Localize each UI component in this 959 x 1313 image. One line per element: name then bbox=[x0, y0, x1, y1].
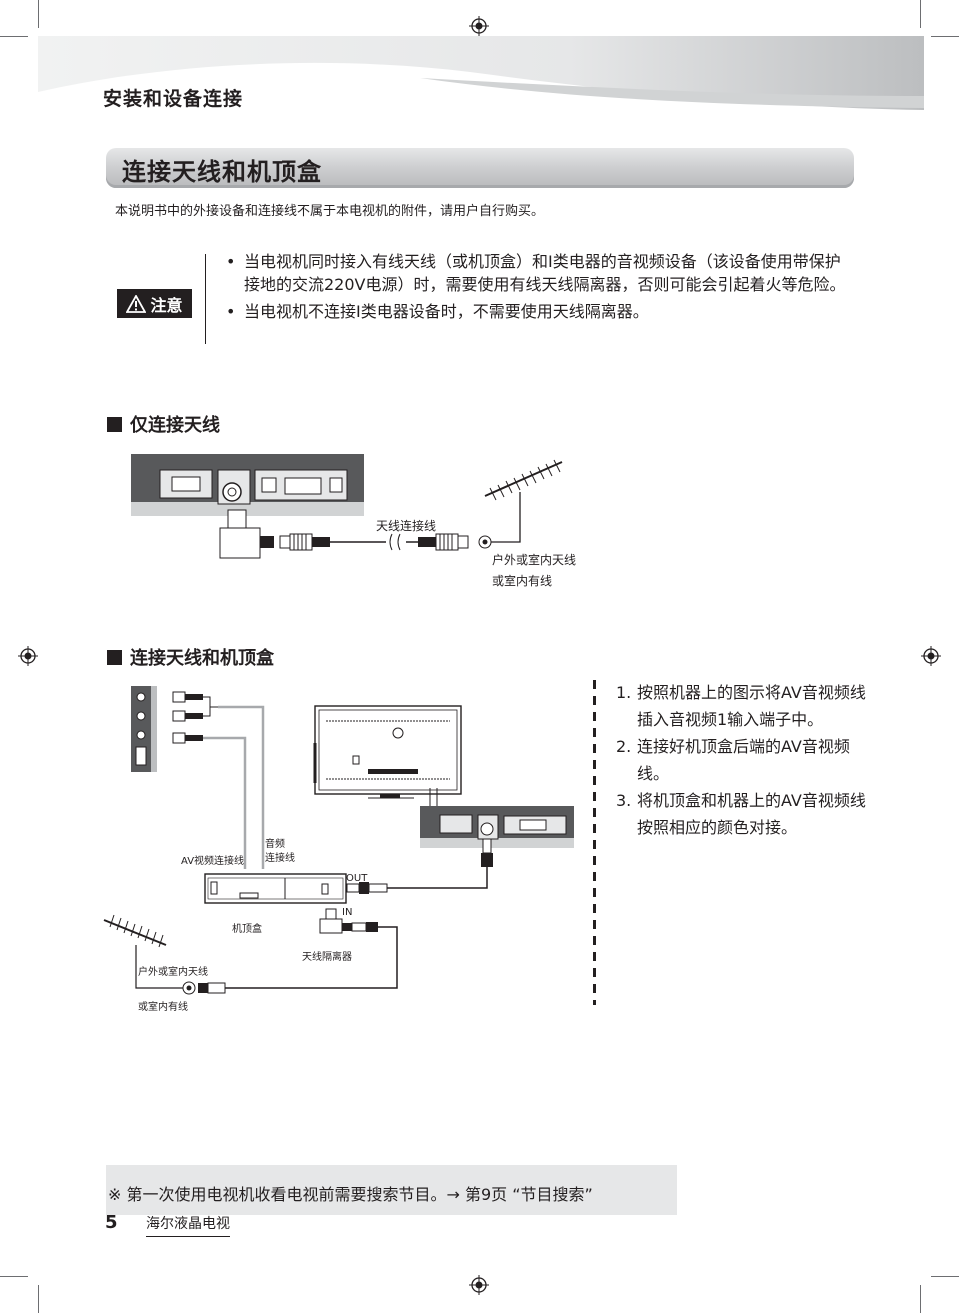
step-number: 2. bbox=[616, 737, 632, 756]
page-number: 5 bbox=[105, 1212, 118, 1233]
caution-note-text: 当电视机同时接入有线天线（或机顶盒）和I类电器的音视频设备（该设备使用带保护接地… bbox=[244, 252, 846, 294]
header-swoosh bbox=[38, 36, 924, 110]
caution-badge: 注意 bbox=[117, 289, 192, 318]
title-bar bbox=[106, 148, 854, 188]
audio-cable-label: 音频 bbox=[265, 839, 285, 850]
crop-mark bbox=[38, 0, 39, 28]
diagram2-heading: 连接天线和机顶盒 bbox=[107, 644, 274, 670]
registration-mark-icon bbox=[921, 646, 941, 666]
caution-label: 注意 bbox=[150, 295, 183, 315]
caution-divider bbox=[205, 254, 206, 344]
antenna-label-2: 或室内有线 bbox=[492, 574, 553, 588]
antenna-label: 户外或室内天线 bbox=[138, 967, 208, 978]
registration-mark-icon bbox=[469, 1275, 489, 1295]
section-title: 安装和设备连接 bbox=[103, 88, 244, 110]
crop-mark bbox=[920, 1285, 921, 1313]
steps-divider bbox=[593, 680, 596, 1005]
antenna-only-diagram bbox=[131, 454, 563, 559]
antenna-label: 户外或室内天线 bbox=[492, 553, 577, 567]
isolator-label: 天线隔离器 bbox=[302, 952, 352, 963]
caution-note-text: 当电视机不连接I类电器设备时，不需要使用天线隔离器。 bbox=[244, 302, 649, 321]
intro-text: 本说明书中的外接设备和连接线不属于本电视机的附件，请用户自行购买。 bbox=[115, 204, 545, 219]
step-text: 将机顶盒和机器上的AV音视频线按照相应的颜色对接。 bbox=[637, 791, 866, 837]
caution-note: •当电视机同时接入有线天线（或机顶盒）和I类电器的音视频设备（该设备使用带保护接… bbox=[226, 252, 846, 294]
diagram1-heading-text: 仅连接天线 bbox=[130, 415, 220, 436]
in-label: IN bbox=[342, 907, 353, 918]
antenna-stb-diagram bbox=[103, 686, 574, 995]
footer-note: ※ 第一次使用电视机收看电视前需要搜索节目。→ 第9页 “节目搜索” bbox=[108, 1185, 593, 1204]
audio-cable-label-2: 连接线 bbox=[265, 853, 295, 864]
crop-mark bbox=[920, 0, 921, 28]
list-item: 2. 连接好机顶盒后端的AV音视频线。 bbox=[616, 733, 866, 787]
brand-label: 海尔液晶电视 bbox=[146, 1213, 230, 1237]
antenna-label-2: 或室内有线 bbox=[138, 1002, 188, 1013]
caution-note: •当电视机不连接I类电器设备时，不需要使用天线隔离器。 bbox=[226, 302, 649, 321]
page-title: 连接天线和机顶盒 bbox=[122, 158, 322, 186]
registration-mark-icon bbox=[18, 646, 38, 666]
crop-mark bbox=[38, 1285, 39, 1313]
registration-mark-icon bbox=[469, 16, 489, 36]
stb-label: 机顶盒 bbox=[232, 924, 262, 935]
antenna-cable-label: 天线连接线 bbox=[376, 519, 437, 533]
warning-icon bbox=[126, 294, 147, 313]
diagram2-heading-text: 连接天线和机顶盒 bbox=[130, 648, 274, 669]
av-cable-label: AV视频连接线 bbox=[181, 856, 245, 867]
square-bullet-icon bbox=[107, 416, 122, 432]
crop-mark bbox=[0, 36, 28, 37]
steps-list: 1. 按照机器上的图示将AV音视频线插入音视频1输入端子中。 2. 连接好机顶盒后端… bbox=[616, 679, 866, 841]
crop-mark bbox=[931, 1276, 959, 1277]
list-item: 1. 按照机器上的图示将AV音视频线插入音视频1输入端子中。 bbox=[616, 679, 866, 733]
step-number: 3. bbox=[616, 791, 632, 810]
crop-mark bbox=[0, 1276, 28, 1277]
step-text: 连接好机顶盒后端的AV音视频线。 bbox=[637, 737, 850, 783]
step-text: 按照机器上的图示将AV音视频线插入音视频1输入端子中。 bbox=[637, 683, 866, 729]
diagram1-heading: 仅连接天线 bbox=[107, 411, 220, 437]
crop-mark bbox=[931, 36, 959, 37]
footer-note-bar bbox=[106, 1165, 677, 1215]
square-bullet-icon bbox=[107, 649, 122, 665]
list-item: 3. 将机顶盒和机器上的AV音视频线按照相应的颜色对接。 bbox=[616, 787, 866, 841]
caution-notes: •当电视机同时接入有线天线（或机顶盒）和I类电器的音视频设备（该设备使用带保护接… bbox=[222, 250, 852, 327]
step-number: 1. bbox=[616, 683, 632, 702]
out-label: OUT bbox=[346, 873, 368, 884]
